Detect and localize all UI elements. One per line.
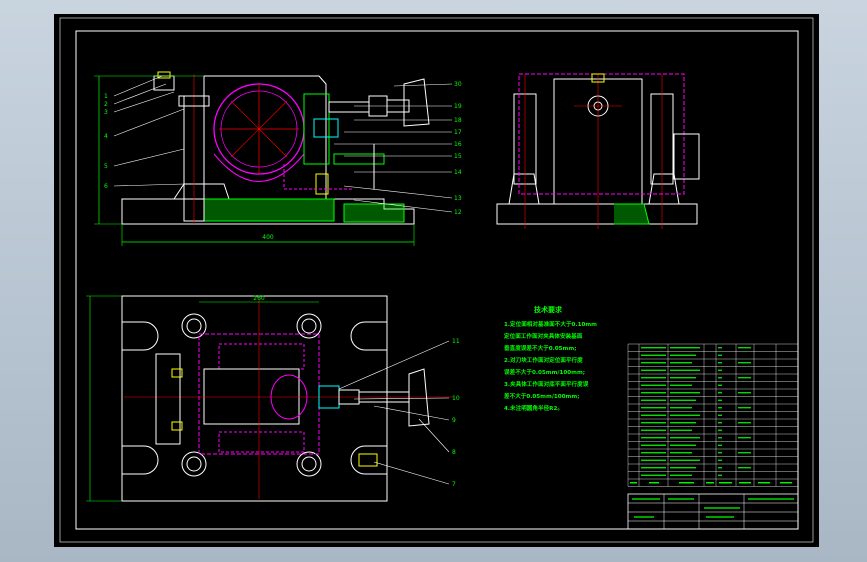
part-label-front-2: 2 [104,101,108,108]
tech-line-6: 3.夹具体工作面对底平面平行度误 [504,380,589,388]
dim-plan-width: 260 [253,295,265,302]
part-label-30: 30 [454,81,462,88]
part-label-11: 11 [452,338,460,345]
part-label-front-5: 5 [104,163,108,170]
tech-line-8: 4.未注明圆角半径R2。 [504,404,563,412]
cad-viewport[interactable]: 400 1 2 3 4 5 6 [54,14,819,547]
part-label-front-4: 4 [104,133,108,140]
title-block [627,493,799,530]
parts-list-table [627,343,799,487]
part-label-13: 13 [454,195,462,202]
tech-line-3: 垂直度误差不大于0.05mm; [504,344,576,352]
front-view: 400 1 2 3 4 5 6 [94,71,462,246]
part-label-14: 14 [454,169,462,176]
tech-line-2: 定位面工作面对夹具体安装基面 [503,332,583,340]
part-label-12: 12 [454,209,462,216]
part-label-front-6: 6 [104,183,108,190]
part-label-front-3: 3 [104,109,108,116]
tech-line-1: 1.定位面相对基准面不大于0.10mm [504,320,597,328]
part-label-8: 8 [452,449,456,456]
side-view [496,73,700,229]
assembly-drawing: 400 1 2 3 4 5 6 [59,17,814,543]
technical-requirements: 技术要求 1.定位面相对基准面不大于0.10mm 定位面工作面对夹具体安装基面 … [503,305,597,412]
sheet-edge [59,17,814,543]
tech-line-5: 误差不大于0.05mm/100mm; [504,368,585,376]
part-label-17: 17 [454,129,462,136]
plan-view: 260 11 10 9 8 7 [86,295,460,502]
part-label-7: 7 [452,481,456,488]
part-label-front-1: 1 [104,93,108,100]
tech-line-4: 2.对刀块工作面对定位面平行度 [504,356,583,364]
tech-line-7: 差不大于0.05mm/100mm; [504,392,579,400]
part-label-18: 18 [454,117,462,124]
part-label-15: 15 [454,153,462,160]
part-label-9: 9 [452,417,456,424]
dim-front-width: 400 [262,234,274,241]
part-label-19: 19 [454,103,462,110]
part-label-16: 16 [454,141,462,148]
part-label-10: 10 [452,395,460,402]
drawing-border [75,30,799,530]
tech-title: 技术要求 [534,305,563,314]
